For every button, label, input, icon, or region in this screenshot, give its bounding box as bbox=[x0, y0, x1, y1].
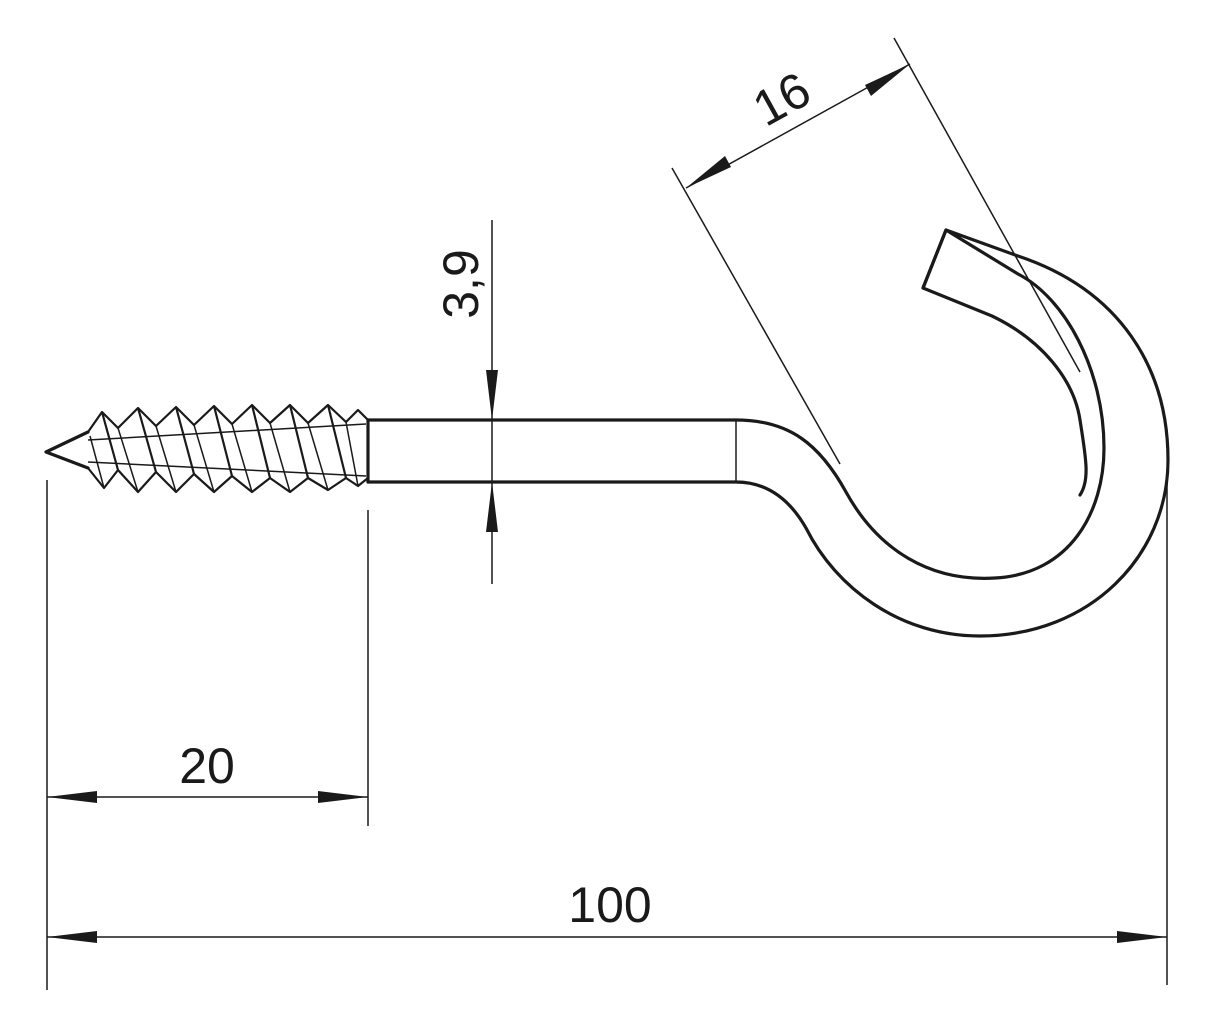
dimension-wire-diameter: 3,9 bbox=[433, 220, 498, 584]
screw-hook-part bbox=[44, 228, 1170, 638]
dimension-overall-length: 100 bbox=[46, 478, 1168, 990]
arrowhead-top-diameter bbox=[486, 370, 498, 420]
arrowhead-left-100 bbox=[47, 931, 97, 943]
thread-root-line bbox=[87, 423, 367, 477]
shank-and-hook-outline bbox=[366, 228, 1170, 638]
thread-profile-bottom bbox=[87, 467, 369, 494]
thread-section bbox=[44, 403, 369, 494]
screw-tip bbox=[44, 430, 90, 470]
arrowhead-left-20 bbox=[47, 791, 97, 803]
arrowhead-upper-16 bbox=[865, 64, 910, 96]
dimension-thread-length: 20 bbox=[47, 510, 369, 826]
arrowhead-lower-16 bbox=[686, 156, 731, 188]
thread-length-label: 20 bbox=[179, 738, 235, 794]
overall-length-label: 100 bbox=[568, 877, 651, 933]
arrowhead-bottom-diameter bbox=[486, 482, 498, 532]
hook-end-cap bbox=[921, 228, 948, 290]
thread-profile-top bbox=[87, 403, 369, 433]
thread-helix bbox=[100, 404, 348, 479]
extension-line-opening-left bbox=[671, 167, 841, 465]
dimension-hook-opening: 16 bbox=[671, 37, 1081, 465]
extension-line-opening-right bbox=[893, 37, 1081, 373]
arrowhead-right-100 bbox=[1117, 931, 1167, 943]
wire-diameter-label: 3,9 bbox=[433, 249, 489, 319]
arrowhead-right-20 bbox=[318, 791, 368, 803]
hook-opening-label: 16 bbox=[744, 61, 820, 137]
